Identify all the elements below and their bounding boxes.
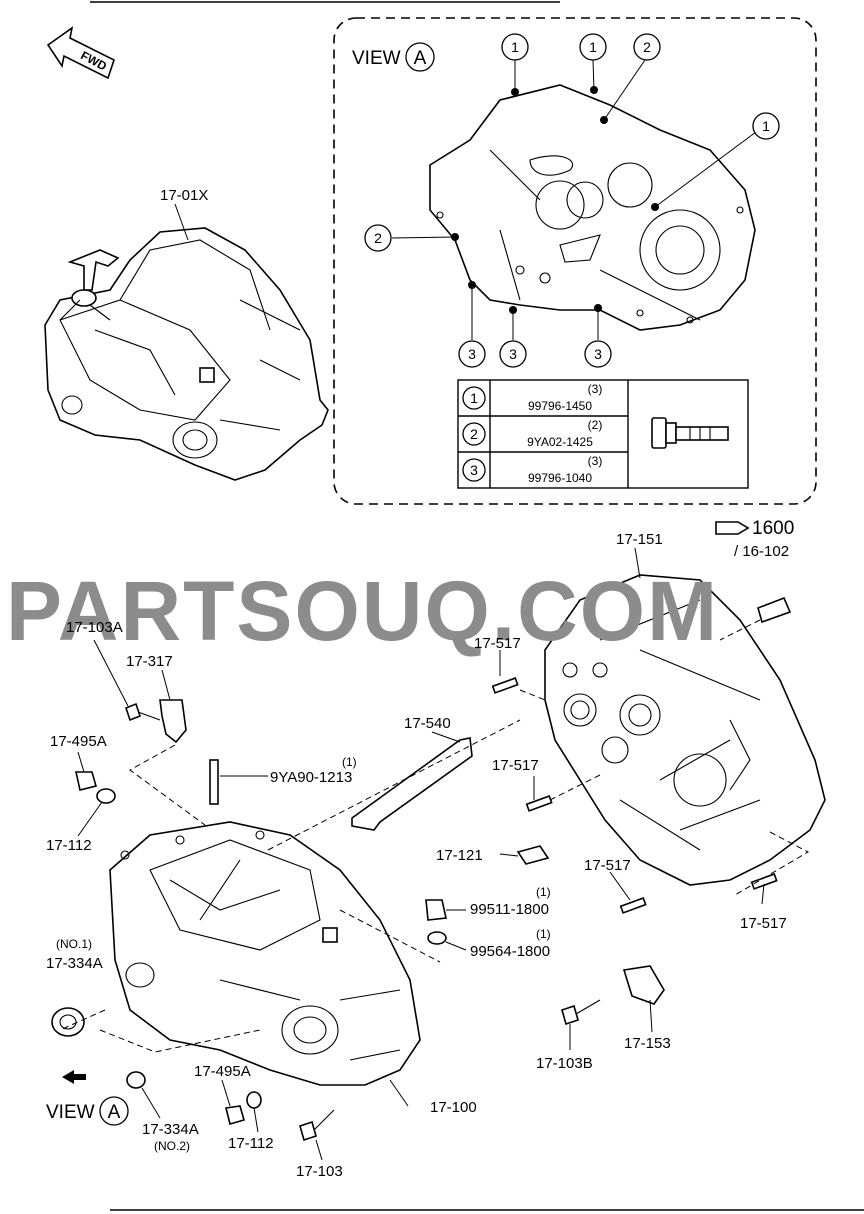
label-17-153: 17-153 <box>624 1035 671 1052</box>
reference-pointer: 1600 / 16-102 <box>715 518 794 560</box>
svg-text:1: 1 <box>470 390 478 406</box>
transaxle-case-drawing <box>109 821 421 1086</box>
callout-3-c: 3 <box>584 340 612 368</box>
fastener-table: 1 (3) 99796-1450 2 (2) 9YA02-1425 3 (3) … <box>457 379 749 489</box>
part-labels: 17-01X 17-151 17-103A 17-317 17-517 17-5… <box>46 187 787 1180</box>
watermark: PARTSOUQ.COM <box>6 564 719 658</box>
case-view-a-drawing <box>429 84 756 331</box>
label-leaders <box>77 203 765 1161</box>
svg-text:3: 3 <box>594 346 602 362</box>
svg-text:3: 3 <box>468 346 476 362</box>
callout-leaders <box>391 59 757 340</box>
label-17-495a-bot: 17-495A <box>194 1063 251 1080</box>
label-17-317: 17-317 <box>126 653 173 670</box>
label-99511: 99511-1800 <box>470 901 549 918</box>
label-17-151: 17-151 <box>616 531 663 548</box>
part-number: 99796-1040 <box>528 471 592 485</box>
part-number: 9YA02-1425 <box>527 435 593 449</box>
view-a-frame <box>333 17 817 505</box>
callout-1-top-mid: 1 <box>579 33 607 61</box>
label-17-121: 17-121 <box>436 847 483 864</box>
qty: (3) <box>588 454 603 468</box>
label-17-517-d: 17-517 <box>740 915 787 932</box>
label-no2: (NO.2) <box>154 1139 190 1153</box>
label-17-112-top: 17-112 <box>46 837 92 854</box>
svg-text:3: 3 <box>470 462 478 478</box>
label-17-495a-top: 17-495A <box>50 733 107 750</box>
label-17-103b: 17-103B <box>536 1055 593 1072</box>
label-17-334a-top: 17-334A <box>46 955 103 972</box>
label-9ya90-qty: (1) <box>342 755 357 769</box>
small-parts <box>51 596 792 1142</box>
label-17-103: 17-103 <box>296 1163 343 1180</box>
svg-text:2: 2 <box>643 39 651 55</box>
view-a-word: VIEW <box>352 48 401 69</box>
callout-3-b: 3 <box>499 340 527 368</box>
svg-text:2: 2 <box>470 426 478 442</box>
view-a-marker-letter: A <box>108 1102 121 1123</box>
view-a-title: VIEW A <box>352 42 435 72</box>
label-no1: (NO.1) <box>56 937 92 951</box>
label-9ya90: 9YA90-1213 <box>270 769 352 786</box>
callout-1-top-left: 1 <box>501 33 529 61</box>
label-99511-qty: (1) <box>536 885 551 899</box>
view-a-marker-word: VIEW <box>46 1102 95 1123</box>
label-17-112-bot: 17-112 <box>228 1135 274 1152</box>
pointing-hand-icon <box>715 521 750 535</box>
label-99564-qty: (1) <box>536 927 551 941</box>
reference-sub: / 16-102 <box>734 543 789 560</box>
label-17-517-b: 17-517 <box>492 757 539 774</box>
alignment-lines <box>59 619 810 1053</box>
table-row: 3 (3) 99796-1040 <box>462 454 603 485</box>
label-17-01x: 17-01X <box>160 187 208 204</box>
fwd-arrow-icon: FWD <box>46 26 115 80</box>
label-99564: 99564-1800 <box>470 943 550 960</box>
label-17-517-c: 17-517 <box>584 857 631 874</box>
svg-text:1: 1 <box>589 39 597 55</box>
reference-page: 1600 <box>752 518 794 539</box>
callout-1-right: 1 <box>752 112 780 140</box>
part-number: 99796-1450 <box>528 399 592 413</box>
qty: (2) <box>588 418 603 432</box>
table-row: 2 (2) 9YA02-1425 <box>462 418 603 449</box>
view-a-marker: VIEW A <box>46 1070 129 1126</box>
svg-text:1: 1 <box>511 39 519 55</box>
label-17-517-a: 17-517 <box>474 635 521 652</box>
label-17-103a: 17-103A <box>66 619 123 636</box>
callout-3-a: 3 <box>458 340 486 368</box>
callout-2-top-right: 2 <box>633 33 661 61</box>
table-row: 1 (3) 99796-1450 <box>462 382 603 413</box>
flange-bolt-icon <box>651 417 729 449</box>
label-17-540: 17-540 <box>404 715 451 732</box>
svg-text:3: 3 <box>509 346 517 362</box>
transaxle-assembly-drawing <box>44 227 329 481</box>
callout-2-left: 2 <box>364 224 392 252</box>
label-17-100: 17-100 <box>430 1099 477 1116</box>
qty: (3) <box>588 382 603 396</box>
svg-text:2: 2 <box>374 230 382 246</box>
svg-text:1: 1 <box>762 118 770 134</box>
label-17-334a-bot: 17-334A <box>142 1121 199 1138</box>
view-a-letter: A <box>414 48 427 69</box>
clutch-housing-drawing <box>544 574 826 886</box>
arrow-left-icon <box>62 1070 86 1084</box>
